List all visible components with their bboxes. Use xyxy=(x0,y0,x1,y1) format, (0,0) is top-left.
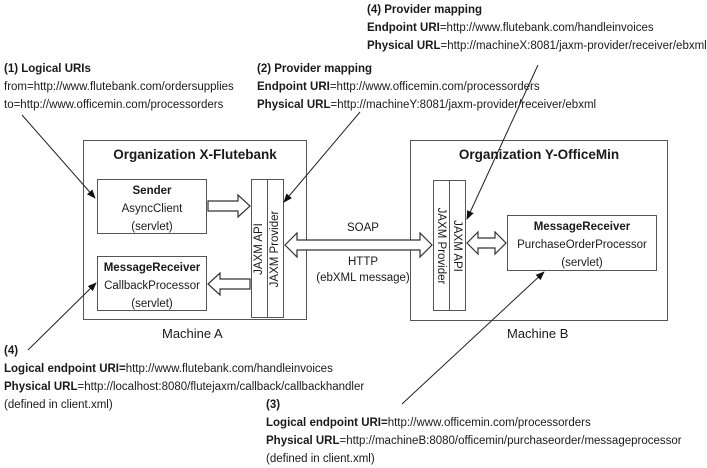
sender-component: Sender AsyncClient (servlet) xyxy=(97,179,207,234)
jaxm-api-x-label: JAXM API xyxy=(253,222,266,275)
endpoint-value: http://www.flutebank.com/handleinvoices xyxy=(125,363,333,375)
jaxm-api-y-label: JAXM API xyxy=(451,219,464,272)
jaxm-provider-y: JAXM Provider xyxy=(434,181,450,310)
jaxm-stack-y: JAXM Provider JAXM API xyxy=(433,180,466,311)
purchase-order-receiver-title: MessageReceiver xyxy=(533,221,631,233)
machine-b-label: Machine B xyxy=(507,326,569,341)
receiver-endpoint-title: (3) xyxy=(266,399,281,411)
provider-mapping-x-title: (4) Provider mapping xyxy=(367,4,483,16)
logical-uris-from: from=http://www.flutebank.com/ordersuppl… xyxy=(4,81,234,93)
logical-uris-note: (1) Logical URIs from=http://www.fluteba… xyxy=(4,60,234,114)
jaxm-stack-x: JAXM API JAXM Provider xyxy=(251,179,284,318)
purchase-order-receiver-name: PurchaseOrderProcessor xyxy=(517,239,647,251)
sender-name: AsyncClient xyxy=(121,203,183,215)
endpoint-value: =http://www.officemin.com/processorders xyxy=(329,81,540,93)
callback-receiver-name: CallbackProcessor xyxy=(104,280,200,292)
endpoint-label: Logical endpoint URI= xyxy=(266,417,388,429)
physical-label: Physical URL xyxy=(4,381,78,393)
machine-a-label: Machine A xyxy=(162,326,223,341)
physical-value: =http://machineB:8080/officemin/purchase… xyxy=(339,435,682,447)
jaxm-provider-x: JAXM Provider xyxy=(268,180,284,317)
defined-in-note: (defined in client.xml) xyxy=(4,399,113,411)
physical-label: Physical URL xyxy=(257,99,331,111)
callback-receiver-type: (servlet) xyxy=(131,298,173,310)
endpoint-value: http://www.officemin.com/processorders xyxy=(387,417,591,429)
physical-value: =http://machineY:8081/jaxm-provider/rece… xyxy=(330,99,597,111)
defined-in-note: (defined in client.xml) xyxy=(266,453,375,465)
physical-value: =http://machineX:8081/jaxm-provider/rece… xyxy=(440,40,707,52)
endpoint-label: Endpoint URI xyxy=(257,81,330,93)
jaxm-provider-y-label: JAXM Provider xyxy=(435,207,448,284)
callback-receiver-title: MessageReceiver xyxy=(103,262,201,274)
sender-title: Sender xyxy=(132,185,172,197)
provider-mapping-y-title: (2) Provider mapping xyxy=(257,63,373,75)
purchase-order-receiver-type: (servlet) xyxy=(561,257,603,269)
logical-uris-title: (1) Logical URIs xyxy=(4,63,91,75)
physical-label: Physical URL xyxy=(266,435,340,447)
endpoint-label: Endpoint URI xyxy=(367,22,440,34)
ebxml-message-label: (ebXML message) xyxy=(316,272,410,284)
jaxm-api-x: JAXM API xyxy=(252,180,268,317)
provider-mapping-x-note: (4) Provider mapping Endpoint URI=http:/… xyxy=(367,1,707,55)
endpoint-value: =http://www.flutebank.com/handleinvoices xyxy=(439,22,654,34)
physical-value: =http://localhost:8080/flutejaxm/callbac… xyxy=(77,381,365,393)
receiver-endpoint-note: (3) Logical endpoint URI=http://www.offi… xyxy=(266,396,682,468)
jaxm-provider-x-label: JAXM Provider xyxy=(269,210,282,287)
soap-label: SOAP xyxy=(347,222,379,234)
endpoint-label: Logical endpoint URI= xyxy=(4,363,126,375)
organization-x-title: Organization X-Flutebank xyxy=(113,147,277,162)
sender-type: (servlet) xyxy=(131,221,173,233)
provider-mapping-y-note: (2) Provider mapping Endpoint URI=http:/… xyxy=(257,60,596,114)
callback-endpoint-title: (4) xyxy=(4,345,19,357)
http-label: HTTP xyxy=(347,256,379,268)
callback-receiver-component: MessageReceiver CallbackProcessor (servl… xyxy=(97,256,207,311)
callback-endpoint-note: (4) Logical endpoint URI=http://www.flut… xyxy=(4,342,364,414)
purchase-order-receiver-component: MessageReceiver PurchaseOrderProcessor (… xyxy=(507,215,657,271)
organization-y-title: Organization Y-OfficeMin xyxy=(458,147,620,162)
physical-label: Physical URL xyxy=(367,40,441,52)
logical-uris-to: to=http://www.officemin.com/processorder… xyxy=(4,99,224,111)
jaxm-api-y: JAXM API xyxy=(450,181,466,310)
